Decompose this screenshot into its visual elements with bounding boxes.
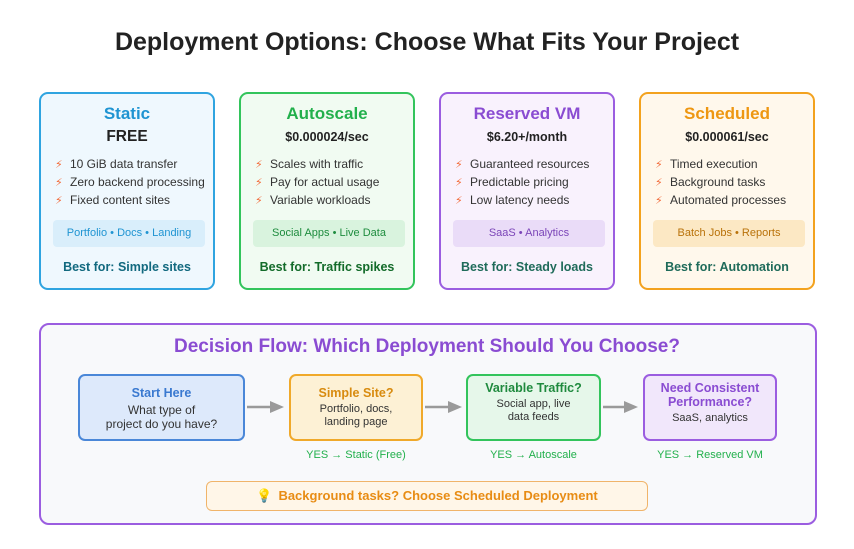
feature-item: ⚡Background tasks — [655, 174, 786, 192]
feature-item: ⚡Predictable pricing — [455, 174, 589, 192]
node-subtitle: Portfolio, docs,landing page — [319, 403, 393, 428]
arrow-right-icon — [425, 401, 462, 413]
feature-item: ⚡Low latency needs — [455, 192, 589, 210]
use-case-tags: Portfolio • Docs • Landing — [53, 220, 205, 247]
card-title: Static — [103, 104, 151, 123]
card-title: Reserved VM — [473, 104, 581, 123]
lightbulb-icon: 💡 — [256, 488, 273, 503]
lightning-bolt-icon: ⚡ — [55, 159, 63, 171]
card-scheduled: Scheduled $0.000061/sec ⚡Timed execution… — [639, 92, 815, 290]
node-title: Simple Site? — [318, 386, 394, 400]
card-autoscale: Autoscale $0.000024/sec ⚡Scales with tra… — [239, 92, 415, 290]
lightning-bolt-icon: ⚡ — [255, 177, 263, 189]
lightning-bolt-icon: ⚡ — [255, 195, 263, 207]
feature-item: ⚡Timed execution — [655, 156, 786, 174]
feature-list: ⚡Timed execution ⚡Background tasks ⚡Auto… — [655, 156, 786, 210]
card-price: FREE — [106, 128, 148, 145]
node-title: Start Here — [131, 386, 192, 400]
feature-list: ⚡10 GiB data transfer ⚡Zero backend proc… — [55, 156, 205, 210]
card-price: $0.000061/sec — [685, 130, 769, 144]
flow-node-simple-site: Simple Site? Portfolio, docs,landing pag… — [289, 374, 423, 441]
best-for-label: Best for: Traffic spikes — [259, 260, 395, 274]
lightning-bolt-icon: ⚡ — [255, 159, 263, 171]
feature-list: ⚡Scales with traffic ⚡Pay for actual usa… — [255, 156, 379, 210]
arrow-right-icon — [603, 401, 638, 413]
feature-item: ⚡Zero backend processing — [55, 174, 205, 192]
tip-text: Background tasks? Choose Scheduled Deplo… — [278, 488, 598, 503]
use-case-tags: Batch Jobs • Reports — [653, 220, 805, 247]
feature-item: ⚡Scales with traffic — [255, 156, 379, 174]
decision-flow-title: Decision Flow: Which Deployment Should Y… — [174, 336, 680, 357]
feature-item: ⚡Automated processes — [655, 192, 786, 210]
use-case-tags: SaaS • Analytics — [453, 220, 605, 247]
page-title: Deployment Options: Choose What Fits You… — [114, 28, 740, 56]
outcome-static: YES → Static (Free) — [306, 449, 406, 461]
feature-item: ⚡Fixed content sites — [55, 192, 205, 210]
feature-list: ⚡Guaranteed resources ⚡Predictable prici… — [455, 156, 589, 210]
lightning-bolt-icon: ⚡ — [55, 177, 63, 189]
best-for-label: Best for: Automation — [665, 260, 789, 274]
card-title: Scheduled — [684, 104, 770, 123]
lightning-bolt-icon: ⚡ — [55, 195, 63, 207]
lightning-bolt-icon: ⚡ — [655, 159, 663, 171]
best-for-label: Best for: Steady loads — [461, 260, 593, 274]
node-title: Variable Traffic? — [485, 381, 582, 395]
lightning-bolt-icon: ⚡ — [455, 159, 463, 171]
use-case-tags: Social Apps • Live Data — [253, 220, 405, 247]
best-for-label: Best for: Simple sites — [63, 260, 191, 274]
lightning-bolt-icon: ⚡ — [455, 195, 463, 207]
feature-item: ⚡Pay for actual usage — [255, 174, 379, 192]
card-price: $6.20+/month — [486, 130, 568, 144]
arrow-right-icon — [247, 401, 284, 413]
feature-item: ⚡Guaranteed resources — [455, 156, 589, 174]
card-title: Autoscale — [286, 104, 368, 123]
card-static: Static FREE ⚡10 GiB data transfer ⚡Zero … — [39, 92, 215, 290]
lightning-bolt-icon: ⚡ — [455, 177, 463, 189]
lightning-bolt-icon: ⚡ — [655, 195, 663, 207]
outcome-autoscale: YES → Autoscale — [490, 449, 577, 461]
lightning-bolt-icon: ⚡ — [655, 177, 663, 189]
card-price: $0.000024/sec — [285, 130, 369, 144]
feature-item: ⚡10 GiB data transfer — [55, 156, 205, 174]
scheduled-tip: 💡 Background tasks? Choose Scheduled Depl… — [206, 481, 648, 511]
card-reserved-vm: Reserved VM $6.20+/month ⚡Guaranteed res… — [439, 92, 615, 290]
node-subtitle: SaaS, analytics — [672, 412, 748, 424]
outcome-reserved-vm: YES → Reserved VM — [657, 449, 763, 461]
feature-item: ⚡Variable workloads — [255, 192, 379, 210]
